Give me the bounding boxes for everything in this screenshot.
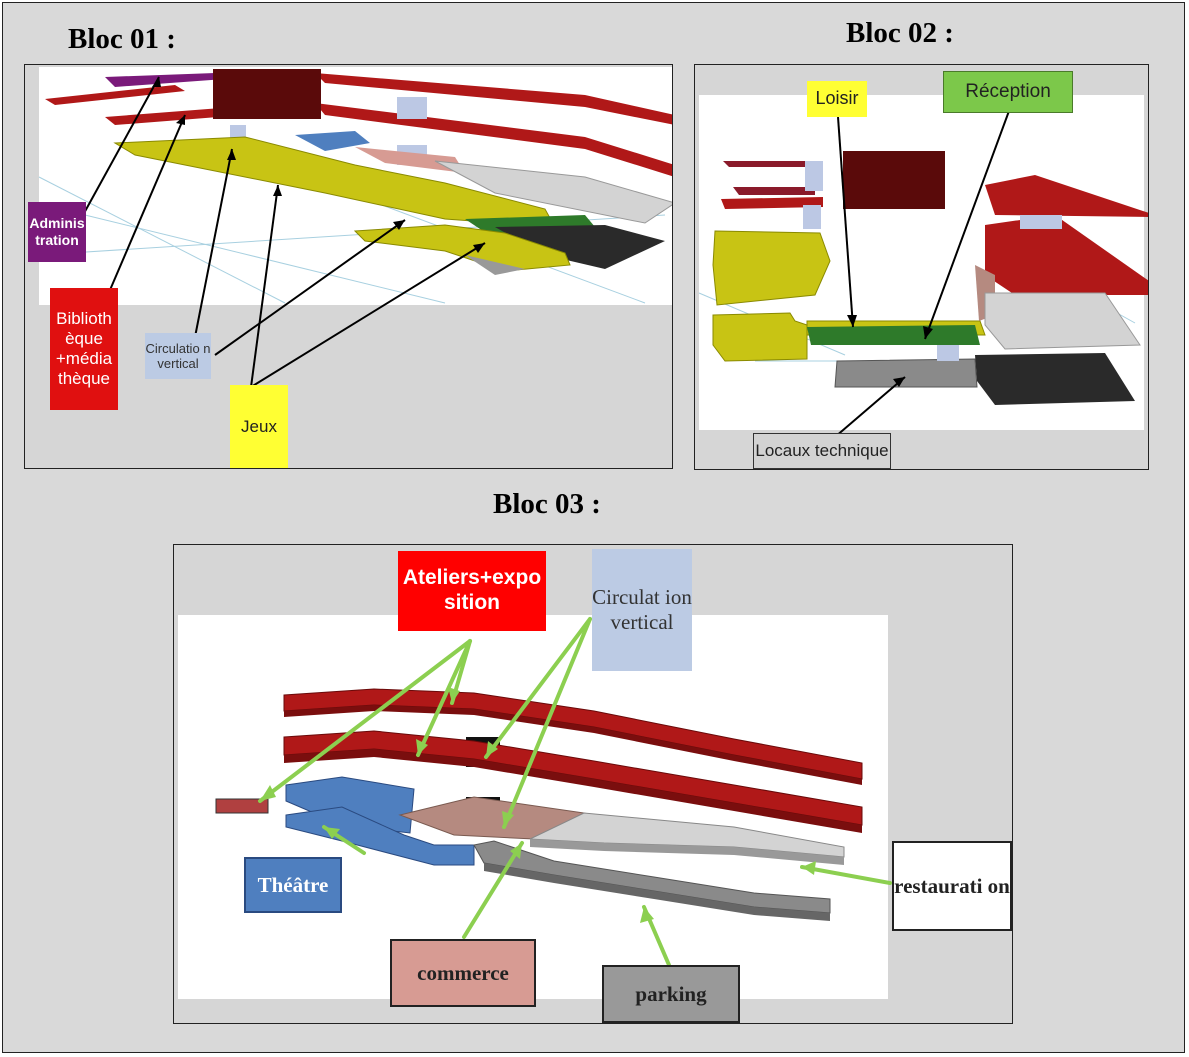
small-atelier-module: [215, 798, 269, 814]
left-slab-2: [733, 187, 815, 195]
red-slab-4: [315, 103, 672, 177]
right-red-slab-2: [985, 215, 1148, 295]
bloc-01-title: Bloc 01 :: [68, 23, 176, 55]
bloc-02-arrows: [834, 110, 1010, 438]
left-slab-1: [723, 161, 815, 167]
loisir-label: Loisir: [807, 81, 867, 117]
bloc-03-panel: Ateliers+expo sition Circulat ion vertic…: [173, 544, 1013, 1024]
right-red-slab-1: [985, 175, 1148, 217]
yellow-slab-2a: [712, 230, 831, 306]
administration-slab: [105, 73, 225, 87]
restauration-slab: [529, 812, 845, 858]
reception-label: Réception: [943, 71, 1073, 113]
pink-slab: [355, 147, 465, 173]
light-grey-slab-2: [984, 292, 1141, 350]
green-slab-2: [807, 325, 980, 345]
dark-grey-slab: [495, 225, 665, 269]
commerce-label: commerce: [390, 939, 536, 1007]
theatre-slab-upper: [285, 776, 415, 834]
red-slab-2: [315, 73, 672, 125]
atelier-slab-mid-edge: [284, 749, 862, 833]
dark-block: [213, 69, 321, 119]
circulation-label-bloc3: Circulat ion vertical: [592, 549, 692, 671]
bibliotheque-label: Biblioth èque +média thèque: [50, 288, 118, 410]
atelier-slab-top-edge: [284, 705, 862, 785]
parking-slab-edge: [484, 863, 830, 921]
ateliers-exposition-label: Ateliers+expo sition: [398, 551, 546, 631]
circulation-label-bloc1: Circulatio n vertical: [145, 333, 211, 379]
bloc-03-title: Bloc 03 :: [493, 488, 601, 520]
circulation-cube-a: [805, 161, 823, 191]
circulation-cube-d: [937, 345, 959, 361]
circulation-cube-b: [803, 205, 821, 229]
theatre-label: Théâtre: [244, 857, 342, 913]
jeux-label: Jeux: [230, 385, 288, 468]
dark-grey-slab-2: [975, 353, 1135, 405]
bloc-01-panel: Adminis tration Biblioth èque +média thè…: [24, 64, 673, 469]
parking-slab: [473, 840, 831, 914]
bloc-01-arrows: [82, 76, 486, 388]
light-grey-slab: [434, 160, 672, 224]
restauration-label: restaurati on: [892, 841, 1012, 931]
parking-label: parking: [602, 965, 740, 1023]
red-slab-1: [45, 85, 185, 105]
administration-label: Adminis tration: [28, 202, 86, 262]
yellow-slab-lower: [353, 224, 571, 272]
bloc-02-title: Bloc 02 :: [846, 17, 954, 49]
theatre-slab-lower: [285, 806, 475, 866]
bloc-01-model: [25, 65, 672, 468]
blue-slab: [295, 131, 370, 151]
bloc-02-model: [695, 65, 1148, 469]
locaux-slab: [834, 358, 978, 388]
bloc-02-panel: Loisir Réception Locaux technique: [694, 64, 1149, 470]
left-slab-3: [721, 197, 823, 209]
circulation-cube-1: [397, 97, 427, 119]
dark-block-2: [843, 151, 945, 209]
circulation-cube-c: [1020, 215, 1062, 229]
grey-strip: [465, 255, 525, 275]
restauration-slab-edge: [530, 839, 844, 865]
yellow-slab-2b: [712, 312, 808, 362]
locaux-technique-label: Locaux technique: [753, 433, 891, 469]
